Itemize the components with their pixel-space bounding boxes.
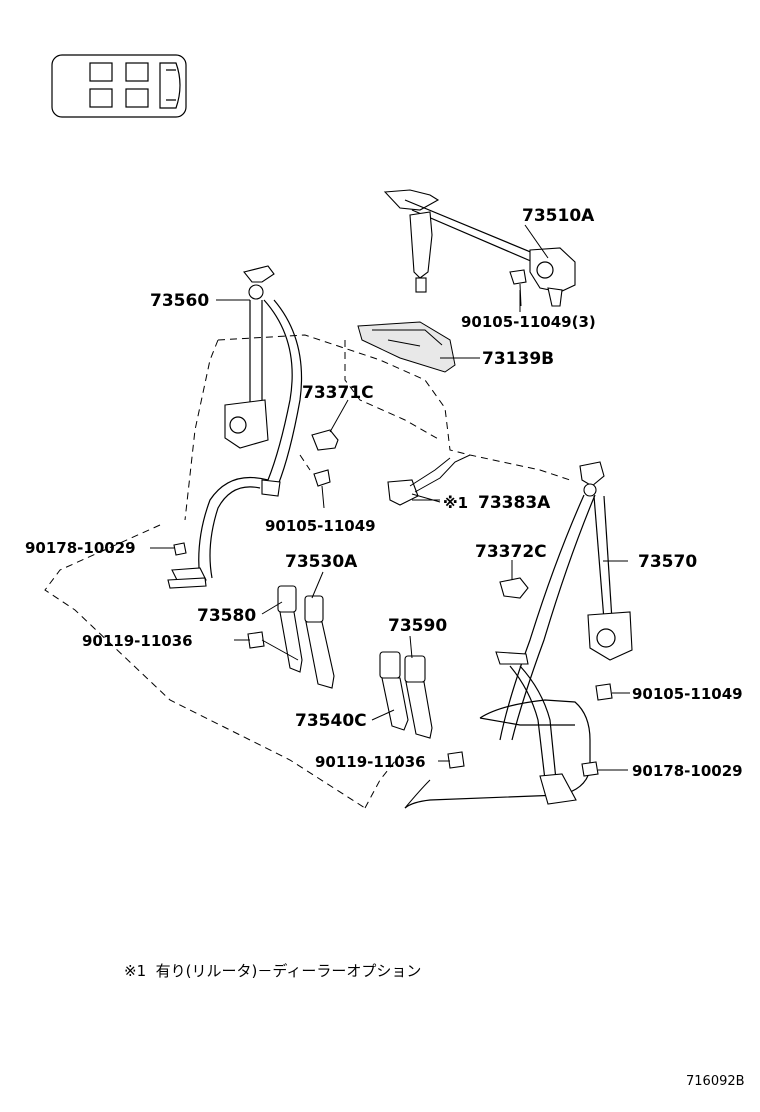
tongue-73383A [387, 454, 471, 506]
label-90178-10029-right: 90178-10029 [632, 762, 743, 780]
buckle-73590-73540C [379, 651, 465, 769]
label-73590: 73590 [388, 616, 447, 636]
clip-73372C [499, 577, 529, 599]
label-73530A: 73530A [285, 552, 358, 572]
label-73371C: 73371C [302, 383, 374, 403]
label-90105-11049-3: 90105-11049(3) [461, 313, 596, 331]
seat-layout-icon [51, 54, 187, 118]
footnote-text: 有り(リルータ)－ディーラーオプション [155, 962, 422, 980]
label-90105-11049-left: 90105-11049 [265, 517, 376, 535]
label-90105-11049-right: 90105-11049 [632, 685, 743, 703]
cover-73139B [357, 321, 456, 373]
reference-code: 716092B [686, 1074, 745, 1089]
label-73560: 73560 [150, 291, 209, 311]
label-73372C: 73372C [475, 542, 547, 562]
right-belt-assembly [495, 461, 633, 805]
part-labels: 73510A 90105-11049(3) 73139B 73560 73371… [25, 206, 743, 780]
label-73510A: 73510A [522, 206, 595, 226]
buckle-73530A-73580 [247, 585, 335, 689]
clip-73371C [311, 429, 339, 509]
label-90119-11036-center: 90119-11036 [315, 753, 426, 771]
footnote: ※1 有り(リルータ)－ディーラーオプション [124, 960, 421, 981]
seat-cushion [404, 699, 591, 809]
label-73383A-mark: ※1 [443, 494, 468, 512]
label-73139B: 73139B [482, 349, 554, 369]
seat-outline [44, 334, 571, 809]
label-73570: 73570 [638, 552, 697, 572]
leader-lines [150, 224, 630, 771]
label-90119-11036-left: 90119-11036 [82, 632, 193, 650]
label-73383A: 73383A [478, 493, 551, 513]
label-73540C: 73540C [295, 711, 367, 731]
left-belt-assembly [167, 265, 303, 589]
center-belt-assembly [383, 189, 576, 307]
label-73580: 73580 [197, 606, 256, 626]
label-90178-10029-left: 90178-10029 [25, 539, 136, 557]
footnote-mark: ※1 [124, 962, 147, 980]
